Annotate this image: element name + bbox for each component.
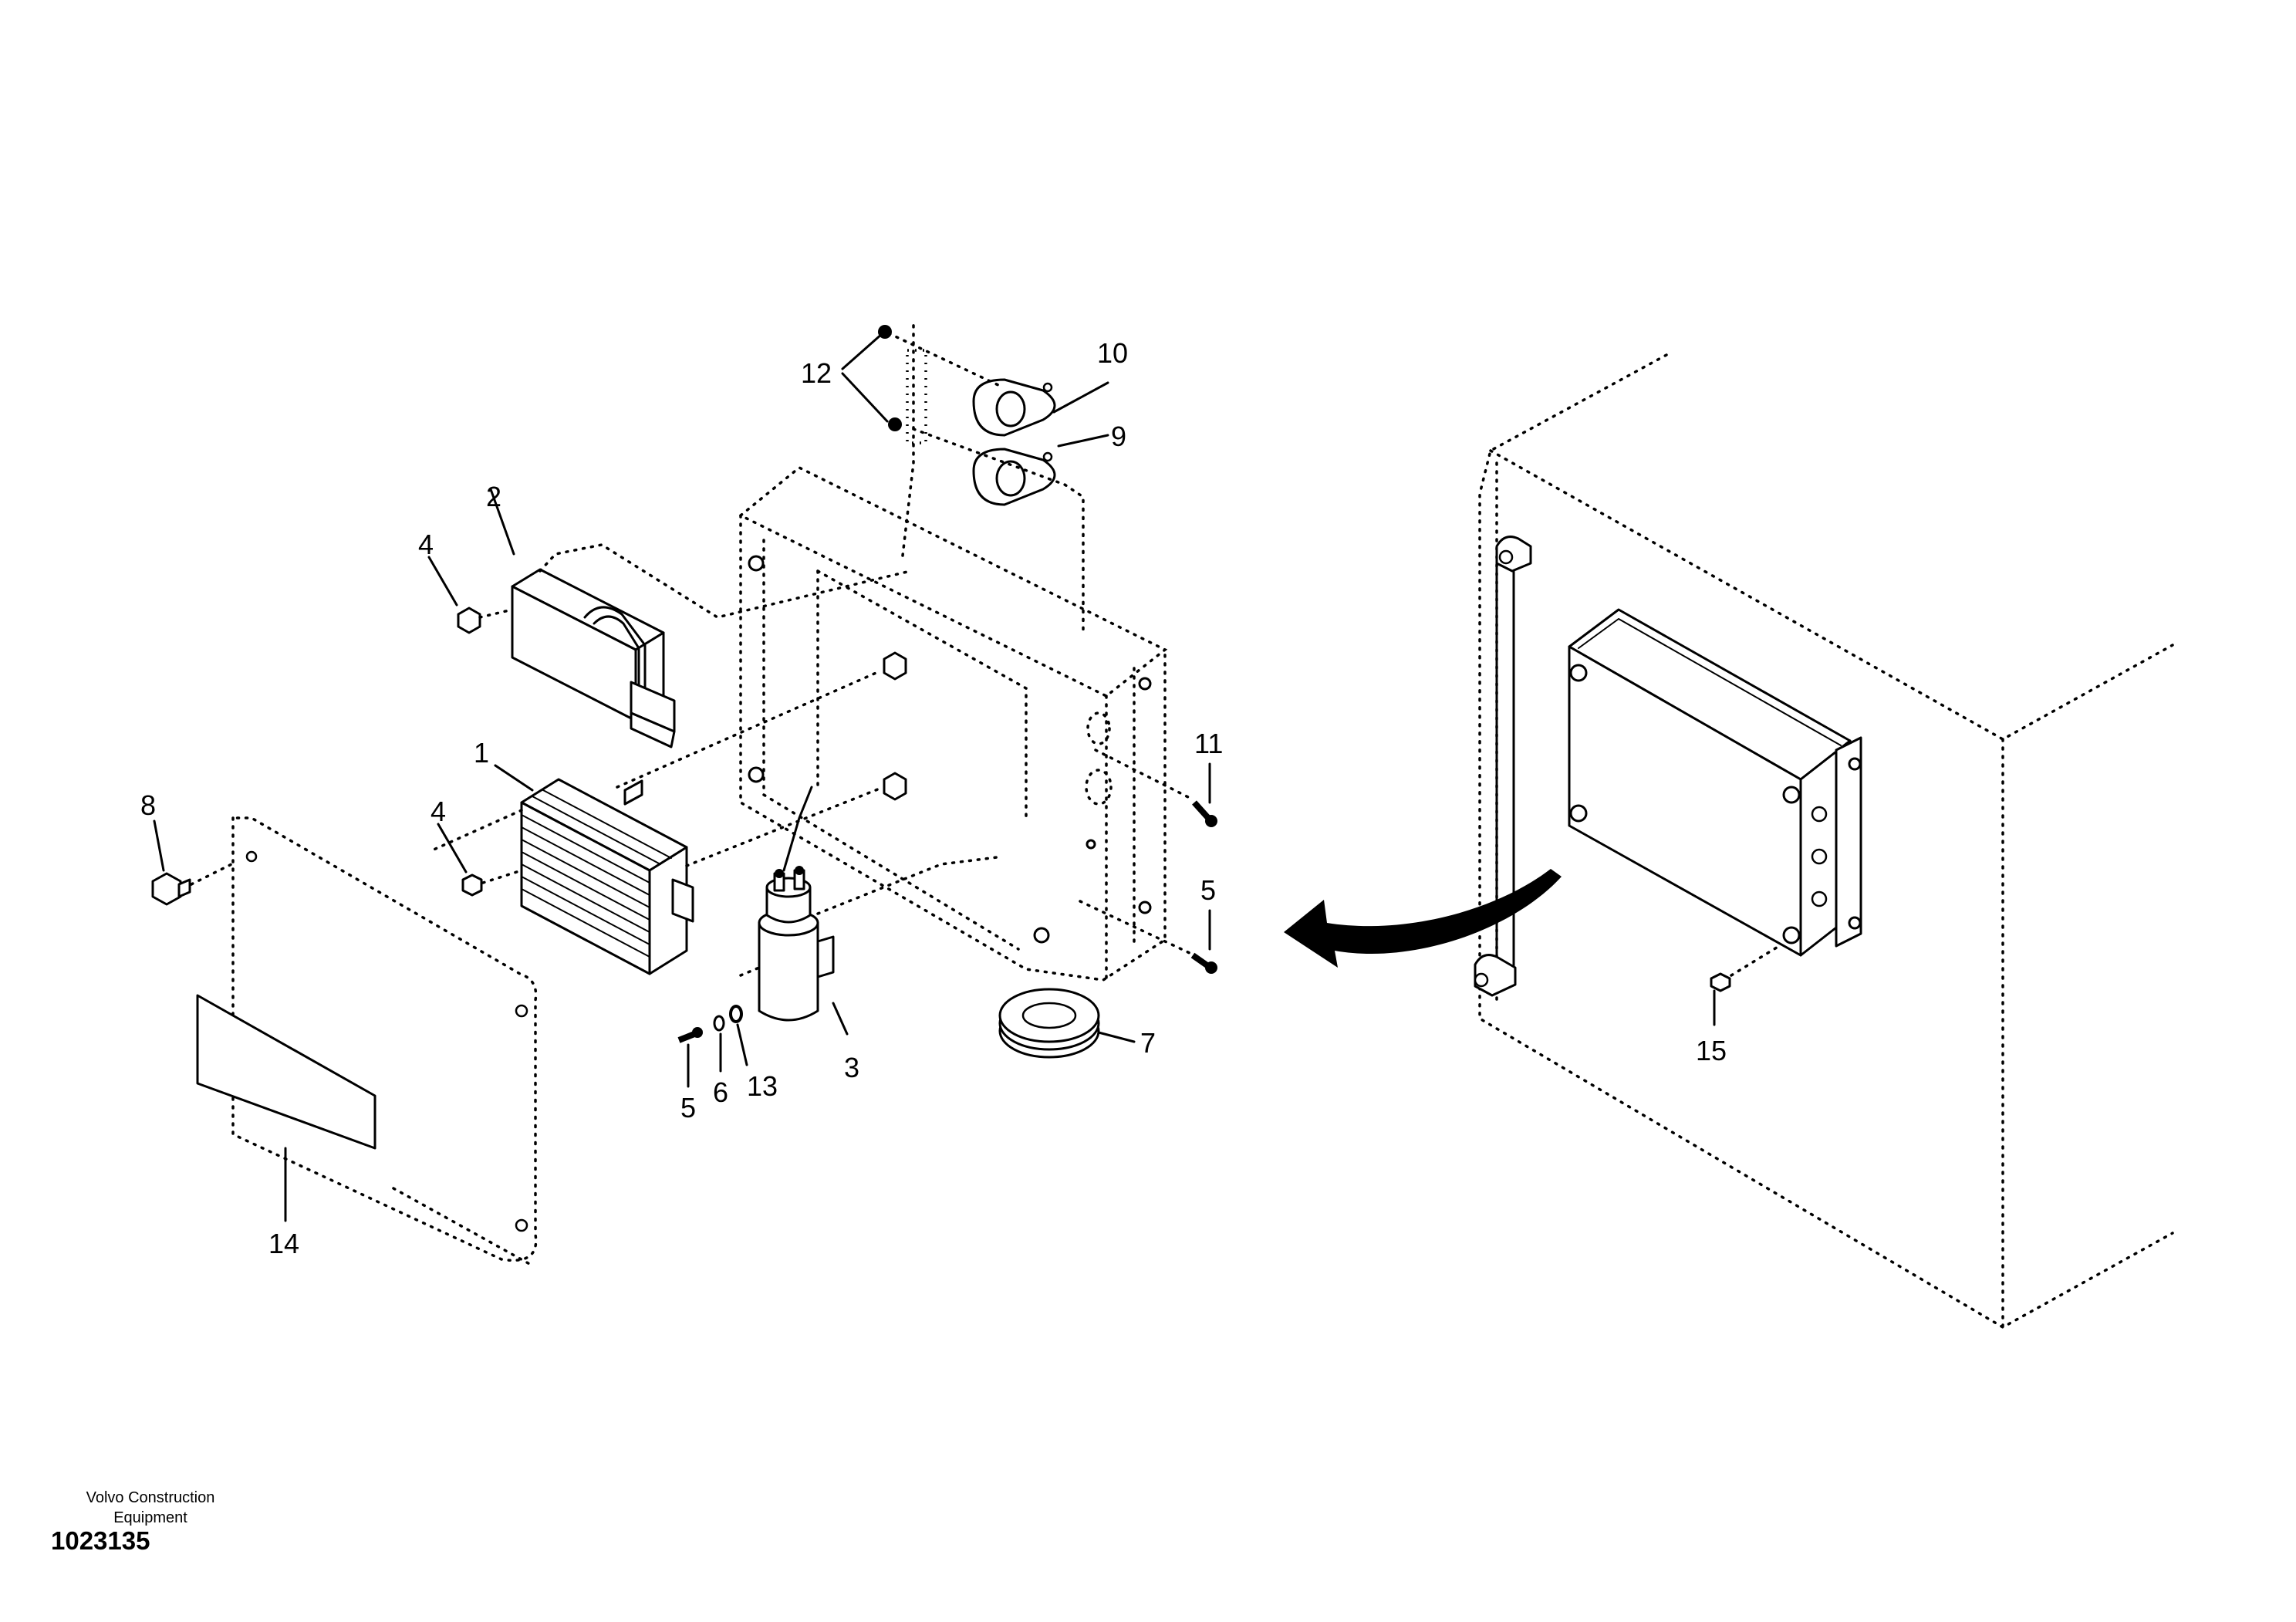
part-6-washer <box>713 1015 725 1032</box>
callout-3: 3 <box>844 1052 859 1083</box>
part-1-controller <box>430 670 881 975</box>
part-11-bolt <box>1094 748 1217 827</box>
part-10-socket <box>972 378 1056 437</box>
drawing-number: 1023135 <box>51 1526 150 1555</box>
callout-1: 1 <box>474 737 489 769</box>
callout-labels: 1 2 3 4 4 5 5 6 7 8 9 10 11 12 13 14 15 <box>140 337 1727 1259</box>
callout-14: 14 <box>268 1228 299 1259</box>
callout-6: 6 <box>713 1076 728 1108</box>
part-8-bolt <box>151 863 233 906</box>
callout-15: 15 <box>1696 1035 1727 1066</box>
part-4-bolt-lower <box>461 869 523 897</box>
callout-9: 9 <box>1111 421 1126 452</box>
callout-10: 10 <box>1097 337 1128 369</box>
callout-8: 8 <box>140 789 156 821</box>
part-5-bolt-right <box>1079 900 1217 974</box>
part-7-grommet <box>998 988 1100 1059</box>
assembly-direction-arrow <box>1284 869 1562 968</box>
callout-4-lower: 4 <box>430 796 446 827</box>
callout-7: 7 <box>1140 1027 1156 1059</box>
leader-lines <box>153 332 1716 1222</box>
part-2-relay <box>511 543 912 748</box>
callout-12: 12 <box>801 357 832 389</box>
part-9-socket <box>972 448 1056 506</box>
part-13-washer <box>729 1005 743 1023</box>
callout-13: 13 <box>747 1070 778 1102</box>
company-name-line1: Volvo Construction <box>86 1489 215 1506</box>
company-name: Volvo Construction Equipment <box>46 1488 255 1528</box>
callout-2: 2 <box>486 481 501 512</box>
part-12-nut-lower <box>888 417 902 431</box>
company-name-line2: Equipment <box>113 1509 187 1526</box>
part-14-cover <box>196 816 538 1267</box>
callout-4-upper: 4 <box>418 529 434 560</box>
part-3-sensor <box>739 786 1004 1022</box>
part-5-bolt-left <box>677 1027 703 1043</box>
mounting-bracket <box>738 323 1168 982</box>
callout-11: 11 <box>1194 728 1223 759</box>
callout-5-left: 5 <box>680 1092 696 1124</box>
mounted-controller <box>1568 608 1862 992</box>
callout-5-right: 5 <box>1200 874 1216 906</box>
part-4-bolt-upper <box>457 607 514 634</box>
